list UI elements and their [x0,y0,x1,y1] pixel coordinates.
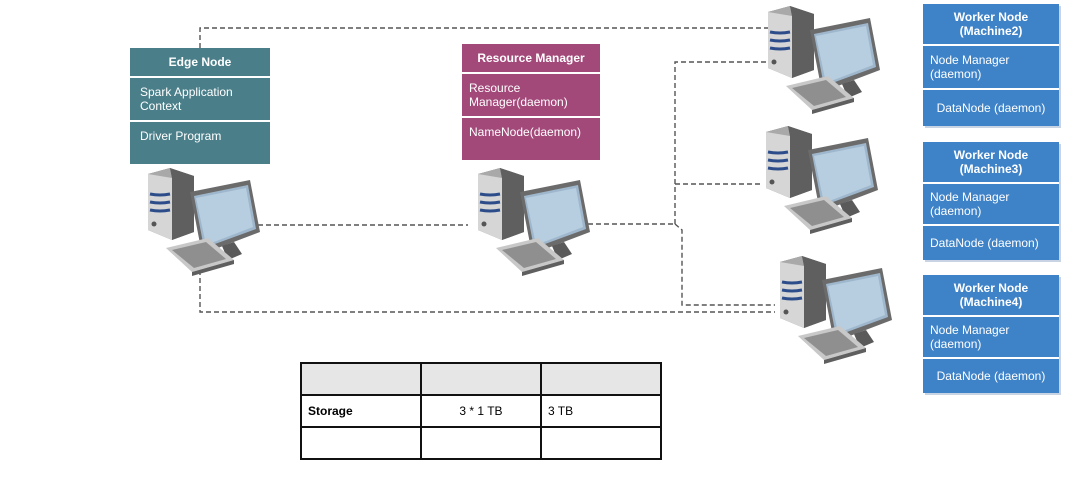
resource-manager-item-label: NameNode(daemon) [469,125,582,139]
worker-node-item-label: Node Manager (daemon) [930,323,1010,351]
worker-node-title: Worker Node (Machine2) [953,10,1029,38]
table-header-row [300,362,662,396]
namenode-daemon: NameNode(daemon) [462,116,600,160]
machine4-computer-icon [778,254,894,366]
worker-node-item-label: DataNode (daemon) [930,236,1039,250]
worker-node-node-manager: Node Manager (daemon) [923,44,1059,88]
worker-node-item-label: Node Manager (daemon) [930,53,1010,81]
machine3-computer-icon [764,124,880,236]
edge-node-item-label: Driver Program [140,129,222,143]
connector-switch-to-machine2 [674,61,768,224]
edge-node-driver-program: Driver Program [130,120,270,164]
edge-node-title: Edge Node [168,55,232,69]
table-header-cell [540,362,662,396]
edge-node-item-label: Spark Application Context [140,85,233,113]
table-cell [420,426,542,460]
worker-node-datanode: DataNode (daemon) [923,88,1059,126]
table-cell [540,426,662,460]
resource-manager-title: Resource Manager [477,51,585,65]
edge-node-computer-icon [146,166,262,278]
worker-node-node-manager: Node Manager (daemon) [923,182,1059,224]
worker-node-node-manager: Node Manager (daemon) [923,315,1059,357]
worker-node-title: Worker Node (Machine4) [953,281,1029,309]
table-cell: 3 * 1 TB [420,394,542,428]
connector-lines [199,27,775,313]
worker-node-item-label: DataNode (daemon) [936,101,1046,115]
resource-manager-computer-icon [476,166,592,278]
worker-node-item-label: Node Manager (daemon) [930,190,1010,218]
table-cell [300,426,422,460]
worker-node-machine2-box: Worker Node (Machine2) Node Manager (dae… [923,4,1059,126]
worker-node-item-label: DataNode (daemon) [936,369,1046,383]
table-header-cell [420,362,542,396]
table-cell: Storage [300,394,422,428]
worker-node-title: Worker Node (Machine3) [953,148,1029,176]
worker-node-machine3-box: Worker Node (Machine3) Node Manager (dae… [923,142,1059,260]
resource-manager-daemon: Resource Manager(daemon) [462,72,600,116]
worker-node-machine4-box: Worker Node (Machine4) Node Manager (dae… [923,275,1059,393]
connector-edge-to-machine4 [199,270,775,313]
table-cell: 3 TB [540,394,662,428]
table-row: Storage 3 * 1 TB 3 TB [300,394,662,428]
table-header-cell [300,362,422,396]
storage-table: Storage 3 * 1 TB 3 TB [300,362,662,460]
table-row [300,426,662,460]
connector-edge-to-machine2-top [199,27,770,48]
worker-node-datanode: DataNode (daemon) [923,224,1059,260]
edge-node-spark-context: Spark Application Context [130,76,270,120]
resource-manager-item-label: Resource Manager(daemon) [469,81,568,109]
worker-node-datanode: DataNode (daemon) [923,357,1059,393]
resource-manager-box: Resource Manager Resource Manager(daemon… [462,44,600,160]
machine2-computer-icon [766,4,882,116]
connector-switch-to-machine4 [674,223,775,306]
edge-node-box: Edge Node Spark Application Context Driv… [130,48,270,164]
